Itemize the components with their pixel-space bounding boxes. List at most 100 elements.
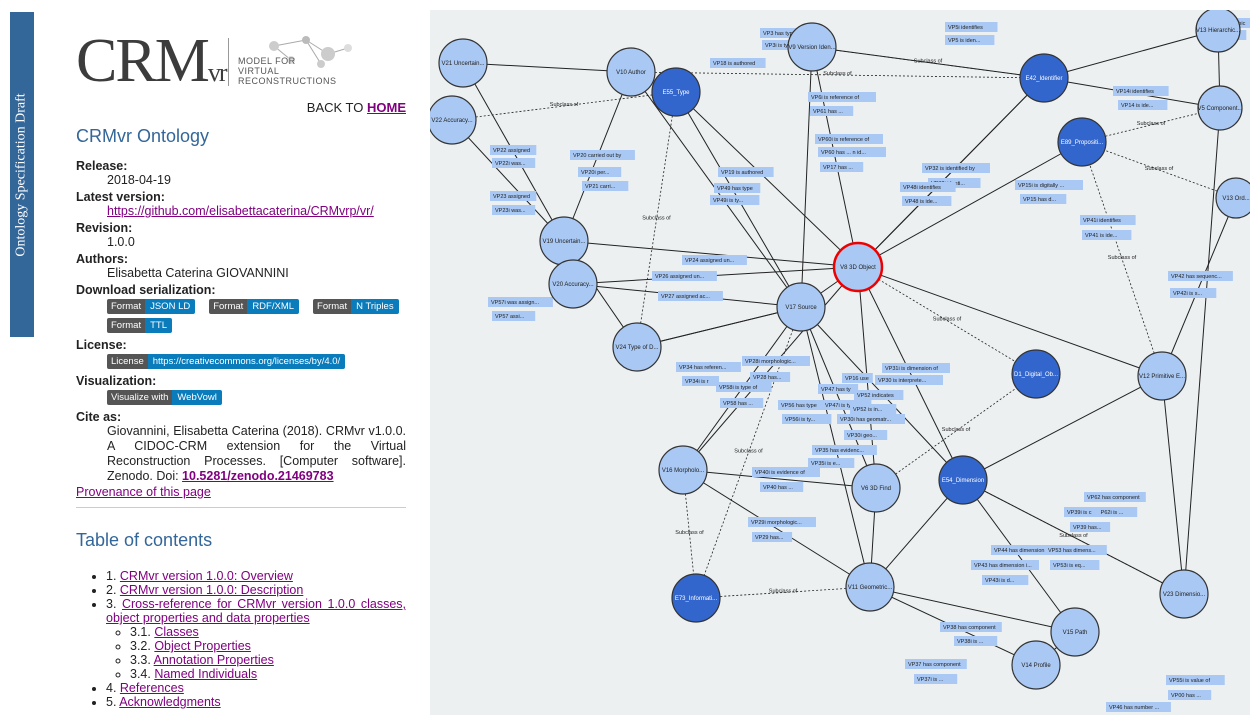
property-label[interactable]: VP41 is ide...: [1082, 230, 1132, 240]
property-label[interactable]: VP60 has ... n id...: [818, 147, 886, 157]
property-label[interactable]: VP56 has type: [778, 400, 825, 410]
class-node-v20[interactable]: V20 Accuracy...: [548, 259, 598, 309]
property-label[interactable]: VP62i is ...: [1094, 507, 1138, 517]
property-label[interactable]: VP38 has component: [940, 622, 1002, 632]
property-label[interactable]: VP23 assigned: [490, 191, 537, 201]
class-node-v23[interactable]: V23 Dimensio...: [1159, 569, 1209, 619]
toc-item-classes[interactable]: Classes: [154, 625, 199, 639]
class-node-v19[interactable]: V19 Uncertain...: [539, 216, 589, 266]
provenance-link[interactable]: Provenance of this page: [76, 485, 211, 499]
property-label[interactable]: VP42i is s...: [1170, 288, 1217, 298]
property-label[interactable]: VP38i is ...: [954, 636, 998, 646]
class-node-v22[interactable]: V22 Accuracy...: [430, 95, 477, 145]
property-label[interactable]: VP14i identifies: [1113, 86, 1169, 96]
property-label[interactable]: VP58i is type of: [716, 382, 772, 392]
property-label[interactable]: VP6i is reference of: [808, 92, 876, 102]
property-label[interactable]: VP3 has type: [760, 28, 804, 38]
property-label[interactable]: VP48 is ide...: [902, 196, 952, 206]
class-node-v21[interactable]: V21 Uncertain...: [438, 38, 488, 88]
property-label[interactable]: VP00 has ...: [1168, 690, 1212, 700]
home-link[interactable]: HOME: [367, 100, 406, 115]
class-node-v15[interactable]: V15 Path: [1050, 607, 1100, 657]
class-node-v16[interactable]: V16 Morpholo...: [658, 445, 708, 495]
toc-item-acknowledgments[interactable]: Acknowledgments: [119, 695, 221, 709]
property-label[interactable]: VP23i was...: [492, 205, 536, 215]
property-label[interactable]: VP61 has ...: [810, 106, 854, 116]
property-label[interactable]: VP52 is in...: [850, 404, 897, 414]
property-label[interactable]: VP55i is value of: [1166, 675, 1225, 685]
property-label[interactable]: VP57i was assign...: [488, 297, 553, 307]
class-node-v24[interactable]: V24 Type of D...: [612, 322, 662, 372]
property-label[interactable]: VP27 assigned ac...: [658, 291, 723, 301]
property-label[interactable]: VP48i identifies: [900, 182, 956, 192]
property-label[interactable]: VP30 is interprete...: [875, 375, 943, 385]
property-label[interactable]: VP16 use: [842, 373, 873, 383]
class-node-e89[interactable]: E89_Propositi...: [1057, 117, 1107, 167]
latest-version-link[interactable]: https://github.com/elisabettacaterina/CR…: [107, 204, 374, 218]
toc-item-description[interactable]: CRMvr version 1.0.0: Description: [119, 583, 304, 597]
property-label[interactable]: VP53 has dimens...: [1045, 545, 1107, 555]
property-label[interactable]: VP47 has ty: [818, 384, 859, 394]
class-node-e42[interactable]: E42_Identifier: [1019, 53, 1069, 103]
property-label[interactable]: VP41i identifies: [1080, 215, 1136, 225]
property-label[interactable]: VP21 carri...: [582, 181, 629, 191]
property-label[interactable]: VP15 has d...: [1020, 194, 1067, 204]
toc-item-named-individuals[interactable]: Named Individuals: [154, 667, 258, 681]
toc-item-overview[interactable]: CRMvr version 1.0.0: Overview: [119, 569, 293, 583]
property-label[interactable]: VP30i has geomatr...: [837, 414, 905, 424]
property-label[interactable]: VP39i is c: [1064, 507, 1101, 517]
class-node-v6[interactable]: V6 3D Find: [851, 463, 901, 513]
property-label[interactable]: VP42 has sequenc...: [1168, 271, 1233, 281]
property-label[interactable]: VP28 has...: [750, 372, 791, 382]
property-label[interactable]: VP19 is authored: [718, 167, 774, 177]
property-label[interactable]: VP47i is ty...: [822, 400, 872, 410]
property-label[interactable]: VP30i geo...: [844, 430, 888, 440]
property-label[interactable]: VP56i is ty...: [782, 414, 832, 424]
toc-item-cross-reference[interactable]: Cross-reference for CRMvr version 1.0.0 …: [106, 597, 406, 625]
property-label[interactable]: VP22i was...: [492, 158, 536, 168]
property-label[interactable]: VP17 has ...: [820, 162, 864, 172]
class-node-v8[interactable]: V8 3D Object: [832, 241, 884, 293]
toc-item-references[interactable]: References: [119, 681, 184, 695]
class-node-v12[interactable]: V12 Primitive E...: [1137, 351, 1187, 401]
class-node-e55[interactable]: E55_Type: [651, 67, 701, 117]
class-node-v13[interactable]: V13 Hierarchic...: [1195, 10, 1241, 53]
property-label[interactable]: VP40i is evidence of: [752, 467, 820, 477]
property-label[interactable]: VP62 has component: [1084, 492, 1146, 502]
property-label[interactable]: VP22 assigned: [490, 145, 537, 155]
property-label[interactable]: VP37i is ...: [914, 674, 958, 684]
class-node-e73[interactable]: E73_Informati...: [671, 573, 721, 623]
class-node-v17[interactable]: V17 Source: [776, 282, 826, 332]
class-node-v13b[interactable]: V13 Ord...: [1215, 177, 1250, 219]
property-label[interactable]: VP35i is e...: [808, 458, 855, 468]
property-label[interactable]: VP29i morphologic...: [748, 517, 816, 527]
class-node-v11[interactable]: V11 Geometric...: [845, 562, 895, 612]
class-node-d1[interactable]: D1_Digital_Ob...: [1011, 349, 1061, 399]
property-label[interactable]: VP20 carried out by: [570, 150, 635, 160]
class-node-e54[interactable]: E54_Dimension: [938, 455, 988, 505]
property-label[interactable]: VP5i identifies: [945, 22, 998, 32]
property-label[interactable]: VP24 assigned un...: [682, 255, 747, 265]
doi-link[interactable]: 10.5281/zenodo.21469783: [182, 469, 334, 483]
property-label[interactable]: VP58 has ...: [720, 398, 764, 408]
property-label[interactable]: VP57 assi...: [492, 311, 536, 321]
property-label[interactable]: VP53i is eq...: [1050, 560, 1100, 570]
ontology-spec-side-tab[interactable]: Ontology Specification Draft: [10, 12, 34, 337]
property-label[interactable]: VP34i is r: [682, 376, 719, 386]
property-label[interactable]: VP32 is identified by: [922, 163, 990, 173]
property-label[interactable]: VP49i is ty...: [710, 195, 760, 205]
class-node-v10a[interactable]: V10 Author: [606, 47, 656, 97]
property-label[interactable]: VP20i per...: [578, 167, 622, 177]
property-label[interactable]: VP52 indicates: [854, 390, 904, 400]
property-label[interactable]: VP31i is dimension of: [882, 363, 950, 373]
property-label[interactable]: VP43 has dimension i...: [971, 560, 1039, 570]
property-label[interactable]: VP29 has...: [752, 532, 793, 542]
property-label[interactable]: VP35 has evidenc...: [812, 445, 877, 455]
